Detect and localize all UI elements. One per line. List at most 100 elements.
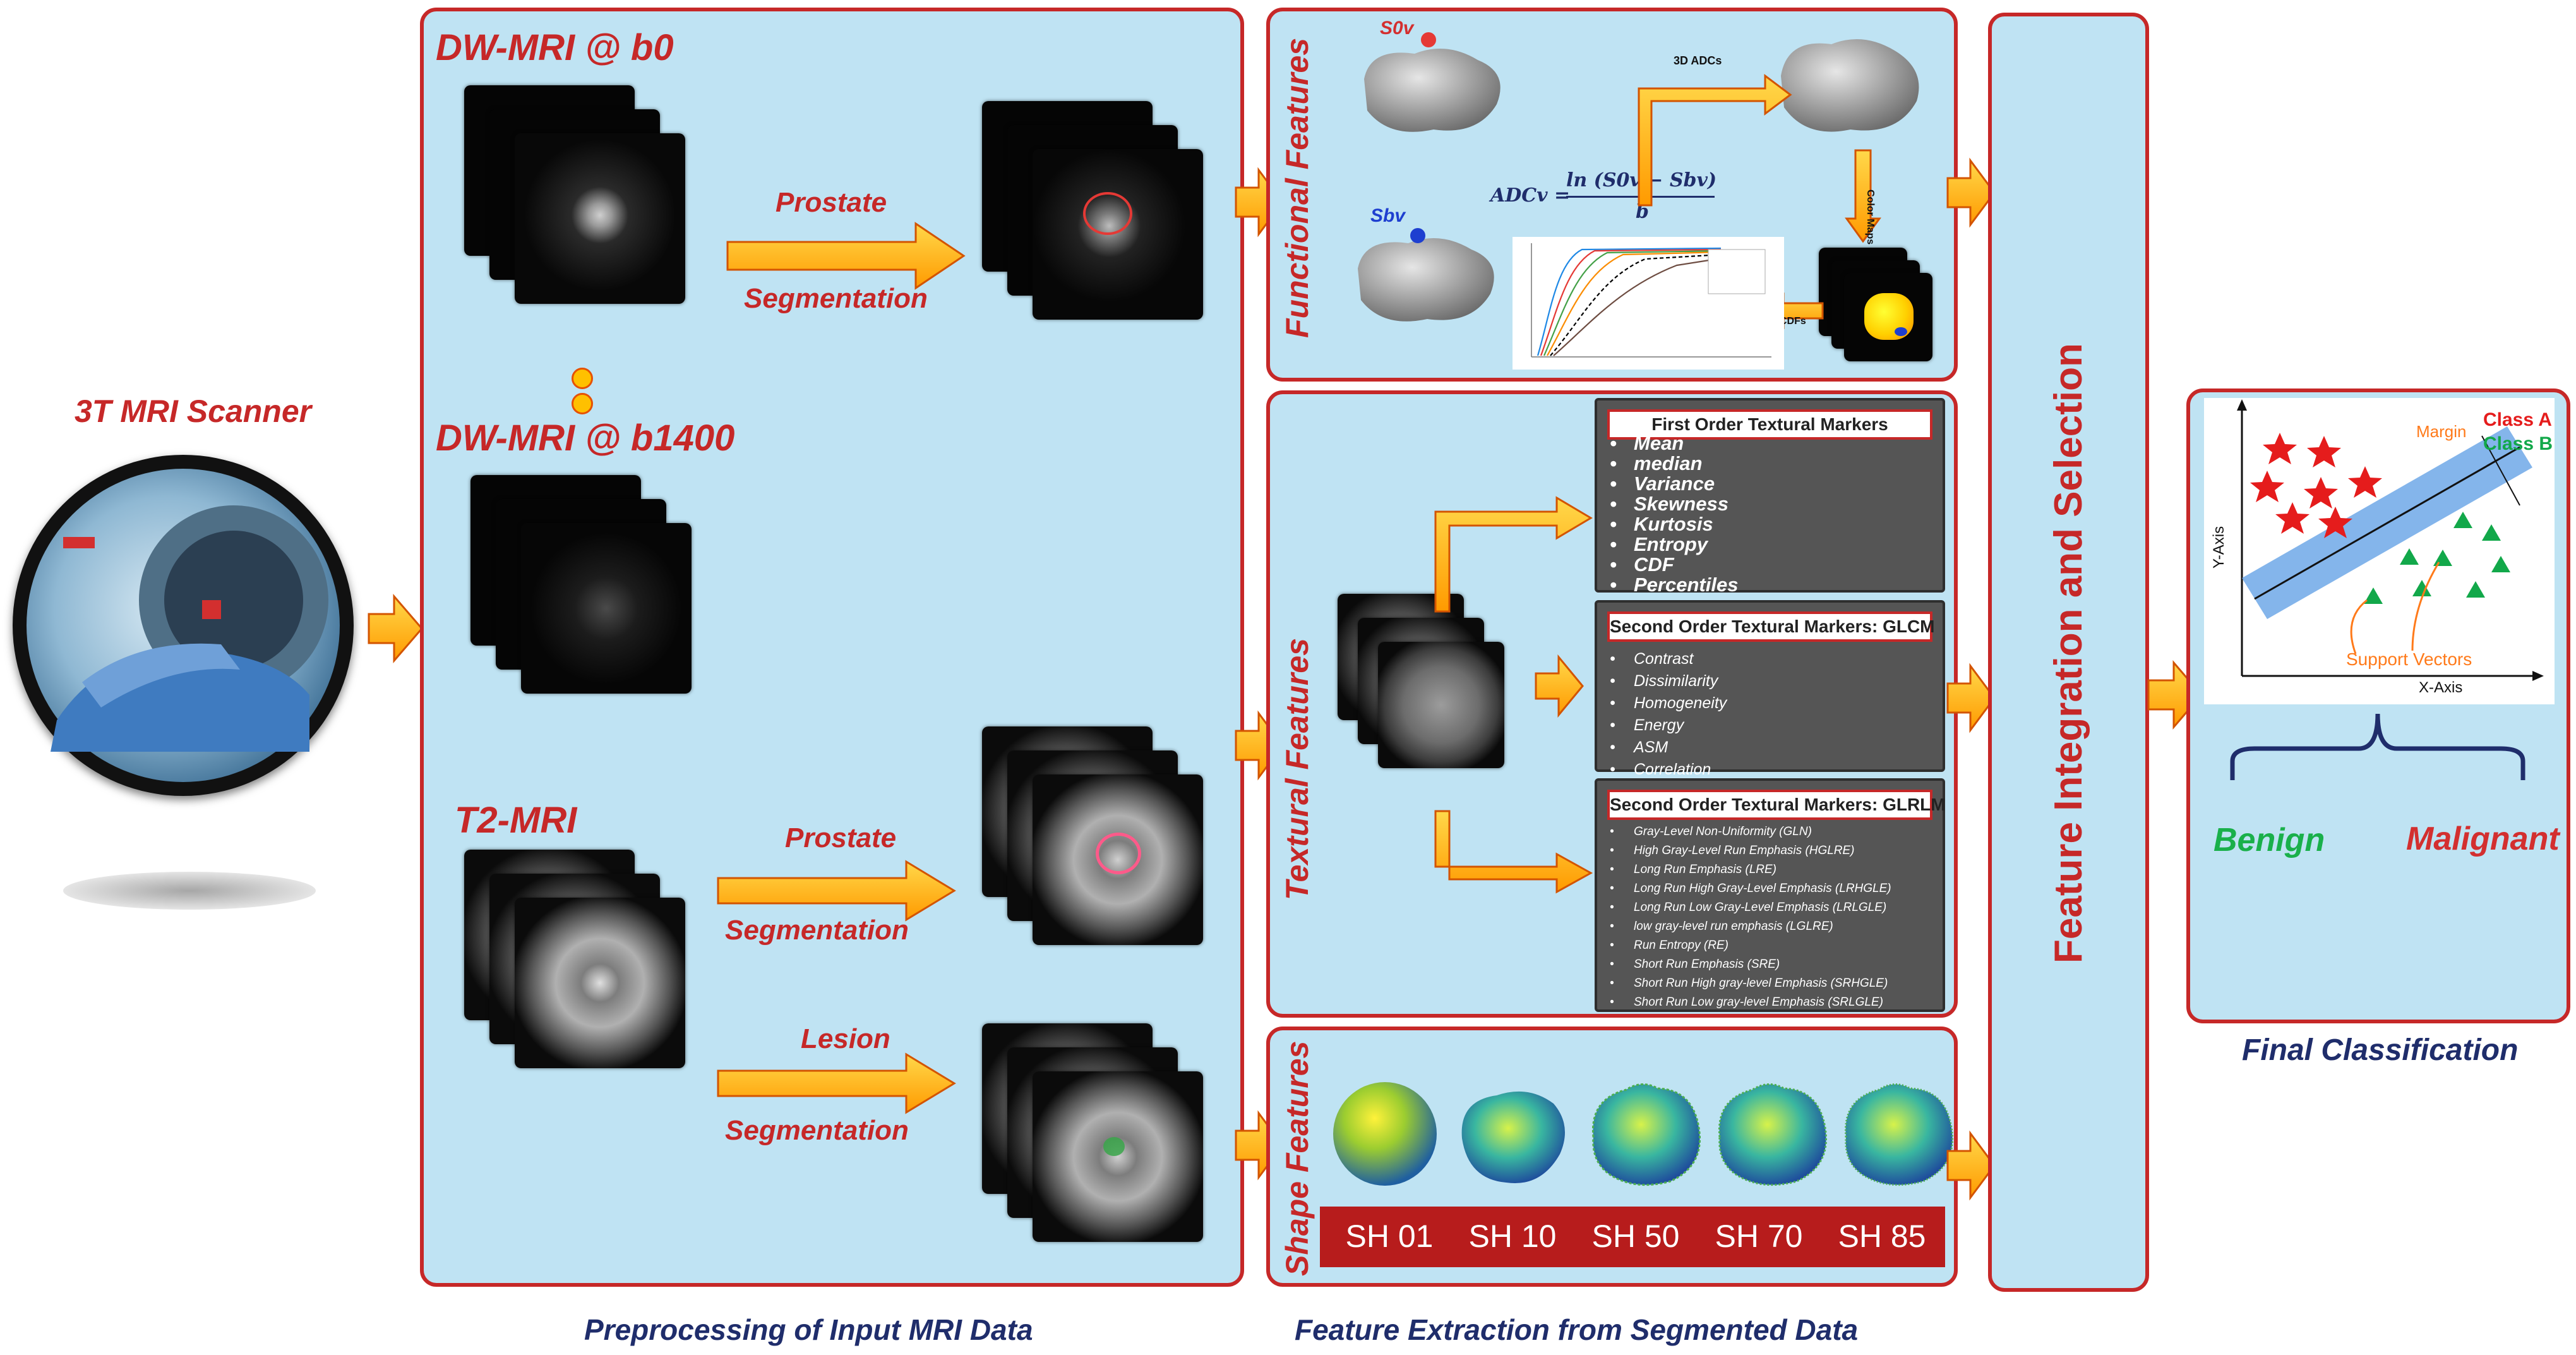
first-order-list: •Mean•median•Variance•Skewness•Kurtosis•… [1606,433,1738,595]
marker-item: •Long Run Emphasis (LRE) [1606,860,1891,879]
svm-plot: Class A Class B Margin Support Vectors X… [2204,398,2555,704]
arrow-shape-to-integration [1946,1130,1996,1201]
glcm-title: Second Order Textural Markers: GLCM [1607,611,1935,642]
glcm-box: Second Order Textural Markers: GLCM •Con… [1595,600,1945,778]
3d-adc-label: 3D ADCs [1674,54,1722,67]
bullet-icon: • [1610,432,1617,454]
first-order-title: First Order Textural Markers [1607,409,1932,440]
arrow-lesion-seg [717,1052,956,1114]
bullet-icon: • [1610,553,1617,575]
t2-prostate-segmented-stack [982,726,1235,992]
sh01-sphere [1333,1082,1437,1186]
prostate-seg-1-line2: Segmentation [744,283,928,314]
cdf-plot [1513,237,1784,370]
benign-label: Benign [2214,822,2325,858]
glrlm-list: •Gray-Level Non-Uniformity (GLN)•High Gr… [1606,822,1891,1012]
adc-prostate-surface [1781,39,1919,132]
functional-features-label: Functional Features [1279,37,1315,338]
s0-prostate-surface [1364,32,1501,132]
arrow-to-3d-adc [1638,74,1792,207]
dw-b0-image-stack [464,85,710,351]
bullet-icon: • [1610,901,1614,914]
arrow-scanner-to-preprocessing [368,593,423,664]
glcm-list: •Contrast•Dissimilarity•Homogeneity•Ener… [1606,648,1727,781]
series-ellipsis-dot [572,368,593,389]
cdfs-label: CDFs [1780,316,1806,327]
sh-label-band: SH 01 SH 10 SH 50 SH 70 SH 85 [1320,1207,1945,1267]
sh10-surface [1461,1091,1565,1184]
arrow-functional-to-integration [1946,157,1996,228]
prostate-seg-2-line2: Segmentation [725,915,909,946]
y-axis-label: Y-Axis [2210,526,2227,569]
marker-item: •Homogeneity [1606,692,1727,714]
marker-item: •Short Run High gray-level Emphasis (SRH… [1606,974,1891,993]
marker-item: •Gray-Level Non-Uniformity (GLN) [1606,822,1891,841]
marker-item: •Long Run Low Gray-Level Emphasis (LRLGL… [1606,898,1891,917]
marker-item: •High Gray-Level Run Emphasis (HGLRE) [1606,841,1891,860]
bullet-icon: • [1610,863,1614,876]
sh-label: SH 85 [1838,1219,1926,1254]
arrow-to-glcm [1535,654,1584,718]
arrow-to-glrlm [1434,810,1593,894]
s0-label: S0v [1380,18,1414,39]
marker-item: •Short Run Emphasis (SRE) [1606,955,1891,974]
marker-item: •median [1610,452,1703,474]
dw-b0-label: DW-MRI @ b0 [436,27,674,68]
textural-image-stack [1338,594,1540,796]
feature-extraction-caption: Feature Extraction from Segmented Data [1295,1313,1859,1346]
marker-item: •Skewness [1610,493,1728,515]
marker-item: •Run Entropy (RE) [1606,936,1891,955]
textural-features-label: Textural Features [1279,638,1315,900]
marker-item: •Energy [1606,714,1727,737]
marker-item: •Short Run Low gray-level Emphasis (SRLG… [1606,993,1891,1012]
bullet-icon: • [1610,738,1615,756]
bullet-icon: • [1610,574,1617,596]
marker-item: •Percentiles [1610,574,1739,596]
bullet-icon: • [1610,452,1617,474]
scanner-label: 3T MRI Scanner [75,394,312,429]
t2-label: T2-MRI [455,800,577,841]
scanner-shadow [63,872,316,910]
sh85-surface [1844,1083,1953,1186]
marker-item: •Dissimilarity [1606,670,1727,692]
x-axis-label: X-Axis [2419,679,2463,696]
marker-item: •Kurtosis [1610,513,1713,535]
integration-label: Feature Integration and Selection [2047,343,2090,963]
lesion-seg-line1: Lesion [801,1023,890,1054]
sh-label: SH 50 [1591,1219,1680,1254]
bullet-icon: • [1610,493,1617,515]
marker-item: •Correlation [1606,759,1727,781]
sb-prostate-surface [1358,228,1494,322]
t2-image-stack [464,850,717,1115]
bullet-icon: • [1610,650,1615,668]
bullet-icon: • [1610,939,1614,952]
bullet-icon: • [1610,716,1615,734]
arrow-prostate-seg-1 [726,222,966,290]
arrow-to-color-maps [1845,149,1881,243]
bullet-icon: • [1610,977,1614,990]
color-map-stack [1819,248,1945,374]
bullet-icon: • [1610,694,1615,712]
series-ellipsis-dot [572,393,593,414]
bullet-icon: • [1610,844,1614,857]
support-vectors-label: Support Vectors [2346,649,2472,669]
bullet-icon: • [1610,996,1614,1009]
glrlm-box: Second Order Textural Markers: GLRLM •Gr… [1595,778,1946,1012]
sh50-surface [1591,1083,1701,1186]
bullet-icon: • [1610,672,1615,690]
marker-item: •Mean [1610,432,1684,454]
sb-label: Sbv [1370,205,1406,226]
integration-panel [1988,13,2149,1292]
malignant-label: Malignant [2406,821,2560,857]
bullet-icon: • [1610,920,1614,933]
marker-item: •Contrast [1606,648,1727,670]
arrow-to-first-order [1434,496,1593,613]
sh-label: SH 10 [1468,1219,1557,1254]
prostate-seg-2-line1: Prostate [785,822,897,853]
dw-b1400-image-stack [470,475,717,740]
bullet-icon: • [1610,533,1617,555]
arrow-textural-to-integration [1946,663,1996,733]
t2-lesion-segmented-stack [982,1023,1235,1289]
classification-brace [2230,713,2525,780]
dw-b0-segmented-stack [982,101,1235,366]
